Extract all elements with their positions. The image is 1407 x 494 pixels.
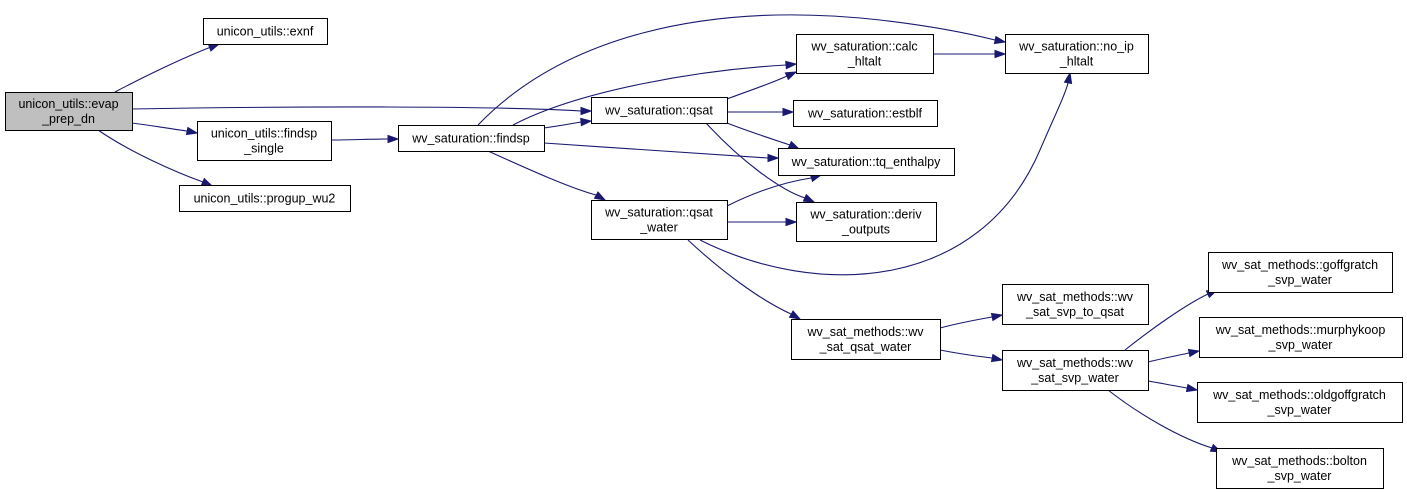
node-label-line: wv_saturation::calc — [810, 40, 917, 54]
node-label-line: wv_sat_methods::wv — [1016, 290, 1134, 304]
edge-findsp-to-tq_enthalpy — [543, 142, 780, 163]
node-label-line: wv_saturation::tq_enthalpy — [791, 155, 941, 169]
node-wv-sat-qsat-water[interactable]: wv_sat_methods::wv_sat_qsat_water — [791, 319, 941, 360]
node-deriv-outputs[interactable]: wv_saturation::deriv_outputs — [796, 202, 937, 242]
edge-findsp-to-qsat — [543, 117, 593, 129]
node-label-line: wv_sat_methods::goffgratch — [1221, 258, 1378, 272]
node-box — [203, 18, 328, 45]
node-label-line: wv_sat_methods::wv — [1016, 356, 1134, 370]
node-box — [179, 185, 351, 212]
node-estblf[interactable]: wv_saturation::estblf — [793, 100, 938, 127]
node-box — [197, 121, 332, 161]
node-label-line: wv_sat_methods::bolton — [1231, 454, 1367, 468]
edge-wv_sat_qsat_water-to-wv_sat_svp_to_qsat — [939, 312, 1004, 329]
edge-qsat_water-to-deriv_outputs — [727, 217, 798, 227]
edge-qsat-to-estblf — [727, 107, 795, 117]
edge-qsat_water-to-no_ip_hltalt — [699, 71, 1073, 276]
node-oldgoffgratch[interactable]: wv_sat_methods::oldgoffgratch_svp_water — [1197, 382, 1403, 423]
node-box — [398, 125, 545, 152]
node-box — [1005, 34, 1149, 74]
node-label-line: wv_saturation::findsp — [411, 132, 529, 146]
edge-qsat_water-to-wv_sat_qsat_water — [687, 239, 802, 320]
edge-wv_sat_svp_water-to-oldgoffgratch — [1147, 380, 1199, 393]
node-label-line: unicon_utils::progup_wu2 — [194, 192, 336, 206]
node-box — [591, 200, 728, 240]
edge-evap_prep_dn-to-progup_wu2 — [97, 129, 214, 187]
edge-evap_prep_dn-to-exnf — [114, 43, 221, 93]
edge-qsat-to-tq_enthalpy — [726, 122, 801, 150]
node-calc-hltalt[interactable]: wv_saturation::calc_hltalt — [796, 34, 934, 74]
node-exnf[interactable]: unicon_utils::exnf — [203, 18, 328, 45]
node-wv-sat-svp-water[interactable]: wv_sat_methods::wv_sat_svp_water — [1002, 350, 1149, 391]
node-bolton[interactable]: wv_sat_methods::bolton_svp_water — [1216, 448, 1384, 489]
node-box — [1002, 284, 1149, 325]
edge-evap_prep_dn-to-findsp_single — [131, 122, 199, 136]
node-label-line: _hltalt — [1059, 55, 1094, 69]
node-label-line: unicon_utils::findsp — [211, 127, 317, 141]
edge-findsp-to-calc_hltalt — [512, 60, 798, 126]
node-qsat[interactable]: wv_saturation::qsat — [591, 97, 728, 124]
node-label-line: _prep_dn — [41, 112, 95, 126]
node-box — [1216, 448, 1384, 489]
node-box — [791, 319, 941, 360]
edge-wv_sat_svp_water-to-murphykoop — [1147, 348, 1201, 363]
node-box — [1199, 317, 1403, 358]
node-label-line: _single — [243, 142, 284, 156]
edge-evap_prep_dn-to-qsat — [131, 106, 593, 116]
node-label-line: wv_saturation::estblf — [807, 107, 922, 121]
edge-qsat-to-deriv_outputs — [705, 122, 816, 203]
node-box — [5, 92, 133, 131]
node-box — [1208, 252, 1393, 293]
node-tq-enthalpy[interactable]: wv_saturation::tq_enthalpy — [778, 148, 955, 176]
node-goffgratch[interactable]: wv_sat_methods::goffgratch_svp_water — [1208, 252, 1393, 293]
node-qsat-water[interactable]: wv_saturation::qsat_water — [591, 200, 728, 240]
node-murphykoop[interactable]: wv_sat_methods::murphykoop_svp_water — [1199, 317, 1403, 358]
edge-findsp-to-qsat_water — [487, 150, 607, 201]
node-box — [793, 100, 938, 127]
node-label-line: unicon_utils::exnf — [217, 25, 314, 39]
node-box — [591, 97, 728, 124]
node-label-line: wv_sat_methods::murphykoop — [1215, 323, 1386, 337]
node-wv-sat-svp-to-qsat[interactable]: wv_sat_methods::wv_sat_svp_to_qsat — [1002, 284, 1149, 325]
node-label-line: wv_saturation::qsat — [604, 104, 713, 118]
node-label-line: _water — [639, 221, 678, 235]
node-label-line: _svp_water — [1267, 469, 1332, 483]
node-layer: unicon_utils::evap_prep_dnunicon_utils::… — [5, 18, 1403, 489]
node-label-line: wv_saturation::no_ip — [1018, 40, 1134, 54]
node-progup-wu2[interactable]: unicon_utils::progup_wu2 — [179, 185, 351, 212]
edge-findsp-to-no_ip_hltalt — [477, 14, 1007, 126]
node-findsp[interactable]: wv_saturation::findsp — [398, 125, 545, 152]
node-label-line: _svp_water — [1267, 403, 1332, 417]
node-box — [778, 148, 955, 176]
node-findsp-single[interactable]: unicon_utils::findsp_single — [197, 121, 332, 161]
node-label-line: wv_sat_methods::oldgoffgratch — [1212, 388, 1386, 402]
edge-wv_sat_qsat_water-to-wv_sat_svp_water — [939, 349, 1004, 363]
node-label-line: _sat_qsat_water — [819, 340, 912, 354]
node-box — [1197, 382, 1403, 423]
node-label-line: wv_saturation::qsat — [604, 206, 713, 220]
edge-qsat-to-calc_hltalt — [726, 71, 798, 100]
node-label-line: wv_sat_methods::wv — [806, 325, 924, 339]
node-label-line: _hltalt — [847, 55, 882, 69]
node-label-line: _outputs — [841, 223, 890, 237]
node-box — [796, 202, 937, 242]
node-label-line: unicon_utils::evap — [18, 97, 118, 111]
node-box — [796, 34, 934, 74]
node-label-line: wv_saturation::deriv — [809, 208, 922, 222]
node-label-line: _sat_svp_to_qsat — [1025, 305, 1125, 319]
edge-findsp_single-to-findsp — [330, 134, 400, 144]
node-no-ip-hltalt[interactable]: wv_saturation::no_ip_hltalt — [1005, 34, 1149, 74]
node-evap-prep-dn[interactable]: unicon_utils::evap_prep_dn — [5, 92, 133, 131]
node-label-line: _svp_water — [1267, 273, 1332, 287]
edge-calc_hltalt-to-no_ip_hltalt — [932, 49, 1007, 59]
node-box — [1002, 350, 1149, 391]
node-label-line: _sat_svp_water — [1030, 371, 1119, 385]
edge-layer — [97, 14, 1223, 453]
node-label-line: _svp_water — [1268, 338, 1333, 352]
